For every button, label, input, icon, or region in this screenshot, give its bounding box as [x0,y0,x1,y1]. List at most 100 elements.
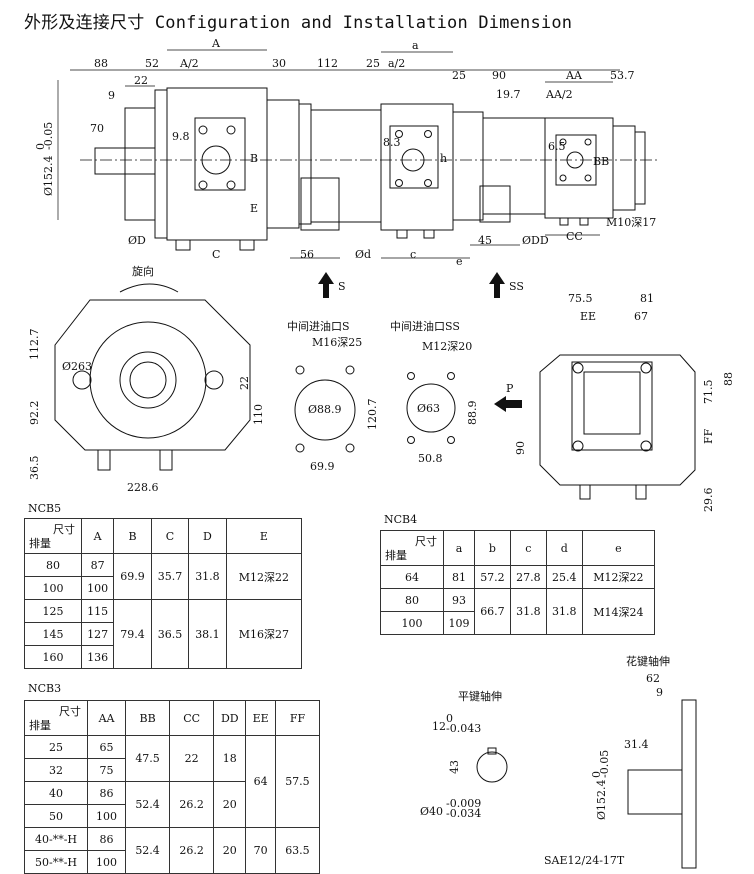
dim-A: A [211,37,221,50]
inlet-S-arrow-icon [318,272,334,298]
value-cell: 100 [86,804,127,828]
dim-c: c [410,248,416,261]
dim-30: 30 [272,57,286,70]
corner-cell: 尺寸 排量 [24,700,88,736]
value-cell: 93 [443,588,475,612]
value-cell: 31.8 [509,588,547,635]
displacement-cell: 40-**-H [24,827,88,851]
value-cell: 100 [80,576,115,600]
value-cell: 52.4 [125,781,171,828]
key-tol-bottom: -0.043 [446,722,481,735]
front-view-dimension-labels: 112.7 Ø263 22 92.2 110 36.5 228.6 [28,329,265,495]
value-cell: 25.4 [545,565,583,589]
displacement-cell: 50-**-H [24,850,88,874]
ncb5-label: NCB5 [28,502,62,515]
dim-228-6: 228.6 [127,481,159,494]
dim-90b: 90 [514,441,527,455]
rotation-label: 旋向 [132,264,154,278]
value-cell: 18 [213,735,247,782]
dim-75-5: 75.5 [568,292,593,305]
value-cell: 57.2 [473,565,511,589]
inlet-SS-arrow-icon [489,272,505,298]
dim-25b: 25 [452,69,466,82]
displacement-cell: 25 [24,735,88,759]
value-cell: 79.4 [113,599,152,669]
displacement-cell: 50 [24,804,88,828]
ncb4-label: NCB4 [384,513,418,526]
value-cell: 22 [169,735,215,782]
port-SS-bore-label: Ø63 [417,402,440,415]
dim-EE: EE [580,310,596,323]
rotation-arrow-icon [119,283,179,293]
dim-O263: Ø263 [62,360,92,373]
dim-a: a [412,39,419,52]
value-cell: 87 [80,553,115,577]
keyed-shaft-title: 平键轴伸 [458,689,502,703]
dim-36-5: 36.5 [28,456,41,481]
corner-cell: 尺寸 排量 [24,518,82,554]
value-cell: 109 [443,611,475,635]
dim-67: 67 [634,310,648,323]
value-cell: 31.8 [188,553,227,600]
dim-19-7: 19.7 [496,88,521,101]
dim-71-5: 71.5 [702,380,715,405]
port-S-thread: M16深25 [312,336,362,349]
spline-spec: SAE12/24-17T [544,854,625,867]
value-cell: M14深24 [581,588,656,635]
dim-OD: ØD [128,234,146,247]
port-S-height: 120.7 [366,399,379,431]
dim-8-3: 8.3 [383,136,401,149]
value-cell: 57.5 [274,735,321,828]
value-cell: 69.9 [113,553,152,600]
dim-e: e [456,255,463,268]
dim-FF: FF [702,428,715,444]
spline-len: 62 [646,672,660,685]
dim-shaft-dia: Ø152.4 [42,155,55,196]
value-cell: 81 [443,565,475,589]
dim-A-half: A/2 [179,57,199,70]
spline-shaft-title: 花键轴伸 [626,654,670,668]
key-width: 12 [432,720,446,733]
value-cell: 20 [213,827,247,874]
value-cell: 115 [80,599,115,623]
corner-cell: 尺寸 排量 [380,530,444,566]
outlet-P-arrow-icon [494,396,522,412]
spline-pilot-tol-top: 0 [590,771,603,778]
value-cell: 36.5 [150,599,190,669]
col-header: E [225,518,303,554]
value-cell: 66.7 [473,588,511,635]
rear-view-dimension-labels: 75.5 81 EE 67 71.5 88 90 FF 29.6 [514,292,735,512]
dim-88: 88 [94,57,108,70]
value-cell: 100 [86,850,127,874]
port-S-bore [294,379,356,441]
value-cell: 63.5 [274,827,321,874]
dim-25: 25 [366,57,380,70]
dim-45: 45 [478,234,492,247]
pump-body-2 [380,103,454,231]
front-flange-outline [54,299,251,451]
value-cell: M12深22 [225,553,303,600]
dim-88b: 88 [722,372,735,386]
spline-pilot: Ø152.4 [595,779,608,820]
shaft-tol-bottom: -0.05 [42,122,55,150]
displacement-cell: 40 [24,781,88,805]
value-cell: M12深22 [581,565,656,589]
displacement-cell: 32 [24,758,88,782]
port-flange-2 [389,125,439,189]
col-header: b [473,530,511,566]
col-header: B [113,518,152,554]
dim-112: 112 [317,57,338,70]
value-cell: 70 [245,827,276,874]
displacement-cell: 100 [24,576,82,600]
arrow-SS-label: SS [509,280,524,293]
value-cell: 86 [86,827,127,851]
dim-AA-half: AA/2 [545,88,573,101]
col-header: d [545,530,583,566]
value-cell: 26.2 [169,827,215,874]
dim-110: 110 [252,404,265,425]
dim-BB: BB [593,155,609,168]
value-cell: 64 [245,735,276,828]
